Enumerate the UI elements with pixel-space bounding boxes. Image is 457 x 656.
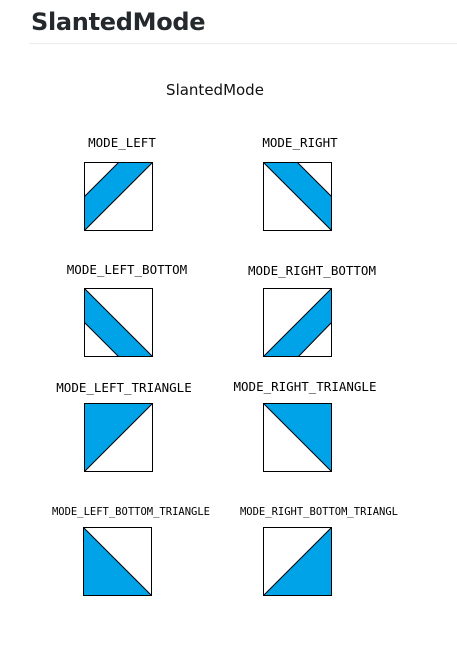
mode-right-label: MODE_RIGHT xyxy=(262,135,338,150)
mode-right-bottom-triangle-label: MODE_RIGHT_BOTTOM_TRIANGL xyxy=(239,506,399,518)
page-title: SlantedMode xyxy=(31,8,206,36)
mode-right-triangle-box xyxy=(263,403,332,472)
mode-left-triangle-label: MODE_LEFT_TRIANGLE xyxy=(56,380,192,395)
mode-left-bottom-triangle-label: MODE_LEFT_BOTTOM_TRIANGLE xyxy=(51,506,211,518)
title-divider xyxy=(29,43,457,44)
mode-right-bottom-label: MODE_RIGHT_BOTTOM xyxy=(248,263,376,278)
mode-left-triangle-box xyxy=(84,403,153,472)
mode-right-bottom-box xyxy=(263,288,332,357)
mode-left-label: MODE_LEFT xyxy=(88,135,156,150)
mode-right-bottom-triangle-box xyxy=(263,527,332,596)
mode-right-triangle-label: MODE_RIGHT_TRIANGLE xyxy=(233,379,377,394)
mode-left-box xyxy=(84,162,153,231)
mode-left-bottom-box xyxy=(84,288,153,357)
figure-caption: SlantedMode xyxy=(166,81,264,99)
mode-left-bottom-label: MODE_LEFT_BOTTOM xyxy=(66,262,188,277)
mode-right-box xyxy=(263,162,332,231)
mode-left-bottom-triangle-box xyxy=(83,527,152,596)
